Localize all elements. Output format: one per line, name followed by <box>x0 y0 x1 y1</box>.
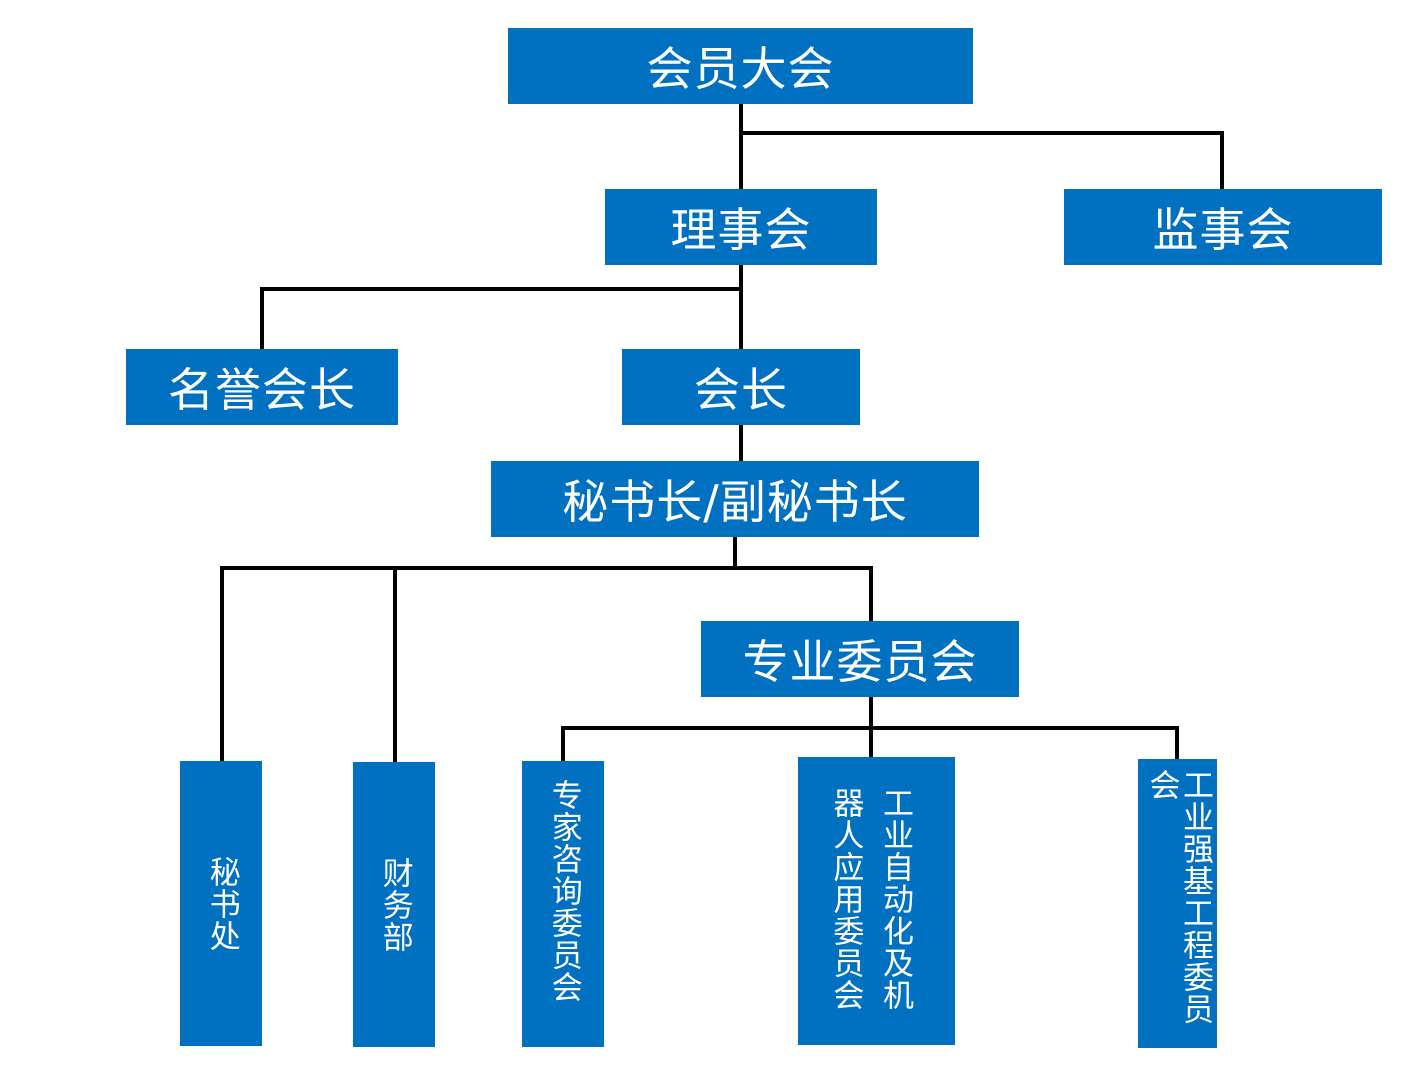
node-automation-robot-committee-label: 工业自动化及机器人应用委员会 <box>827 787 913 1011</box>
node-automation-robot-committee: 工业自动化及机器人应用委员会 <box>798 757 955 1045</box>
node-honorary-president: 名誉会长 <box>126 349 398 425</box>
node-members-assembly: 会员大会 <box>508 28 973 104</box>
node-council: 理事会 <box>605 189 877 265</box>
node-specialized-committees: 专业委员会 <box>701 621 1019 697</box>
node-finance-department: 财务部 <box>353 762 435 1047</box>
node-secretariat: 秘书处 <box>180 761 262 1046</box>
node-president: 会长 <box>622 349 860 425</box>
node-supervisory-board: 监事会 <box>1064 189 1382 265</box>
node-secretary-general: 秘书长/副秘书长 <box>491 461 979 537</box>
node-strong-foundation-committee: 工业强基工程委员会 <box>1138 759 1217 1048</box>
node-expert-committee: 专家咨询委员会 <box>522 761 604 1047</box>
